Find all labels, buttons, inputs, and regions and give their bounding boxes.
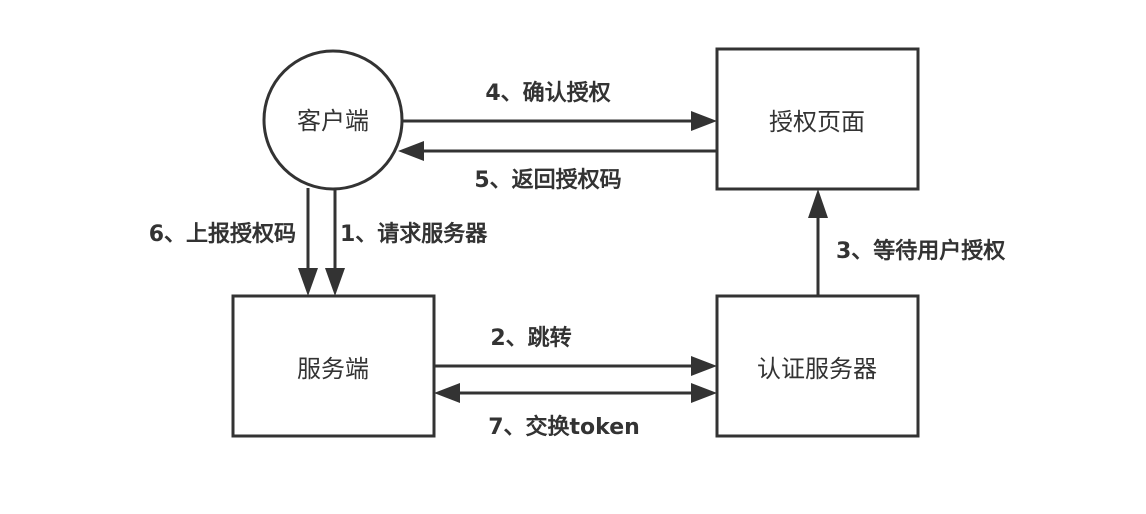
auth-page-label: 授权页面: [769, 108, 865, 136]
edge-await-user-auth: [808, 189, 828, 296]
server-label: 服务端: [297, 355, 369, 383]
arrow-right-icon: [691, 356, 717, 376]
auth-page-node: 授权页面: [715, 47, 920, 191]
auth-server-node: 认证服务器: [715, 294, 920, 438]
edge-confirm-auth: [403, 111, 717, 131]
edge-label-step2: 2、跳转: [490, 325, 571, 351]
edge-report-code: [298, 188, 318, 296]
arrow-down-icon: [325, 268, 345, 296]
edge-label-step5: 5、返回授权码: [474, 167, 621, 193]
edge-label-step6: 6、上报授权码: [149, 221, 296, 247]
arrow-right-icon: [691, 111, 717, 131]
edge-label-step1: 1、请求服务器: [340, 221, 488, 247]
client-label: 客户端: [297, 107, 369, 135]
arrow-right-icon: [691, 383, 717, 403]
arrow-left-icon: [434, 383, 460, 403]
arrow-down-icon: [298, 268, 318, 296]
auth-server-label: 认证服务器: [757, 355, 877, 383]
edge-label-step3: 3、等待用户授权: [836, 238, 1006, 264]
server-node: 服务端: [231, 294, 436, 438]
edge-return-code: [398, 141, 717, 161]
edge-exchange-token: [434, 383, 717, 403]
edge-label-step7: 7、交换token: [488, 414, 640, 440]
client-node: 客户端: [262, 49, 404, 191]
edge-label-step4: 4、确认授权: [485, 80, 611, 106]
arrow-left-icon: [398, 141, 424, 161]
edge-request-server: [325, 188, 345, 296]
edge-redirect: [434, 356, 717, 376]
arrow-up-icon: [808, 189, 828, 218]
